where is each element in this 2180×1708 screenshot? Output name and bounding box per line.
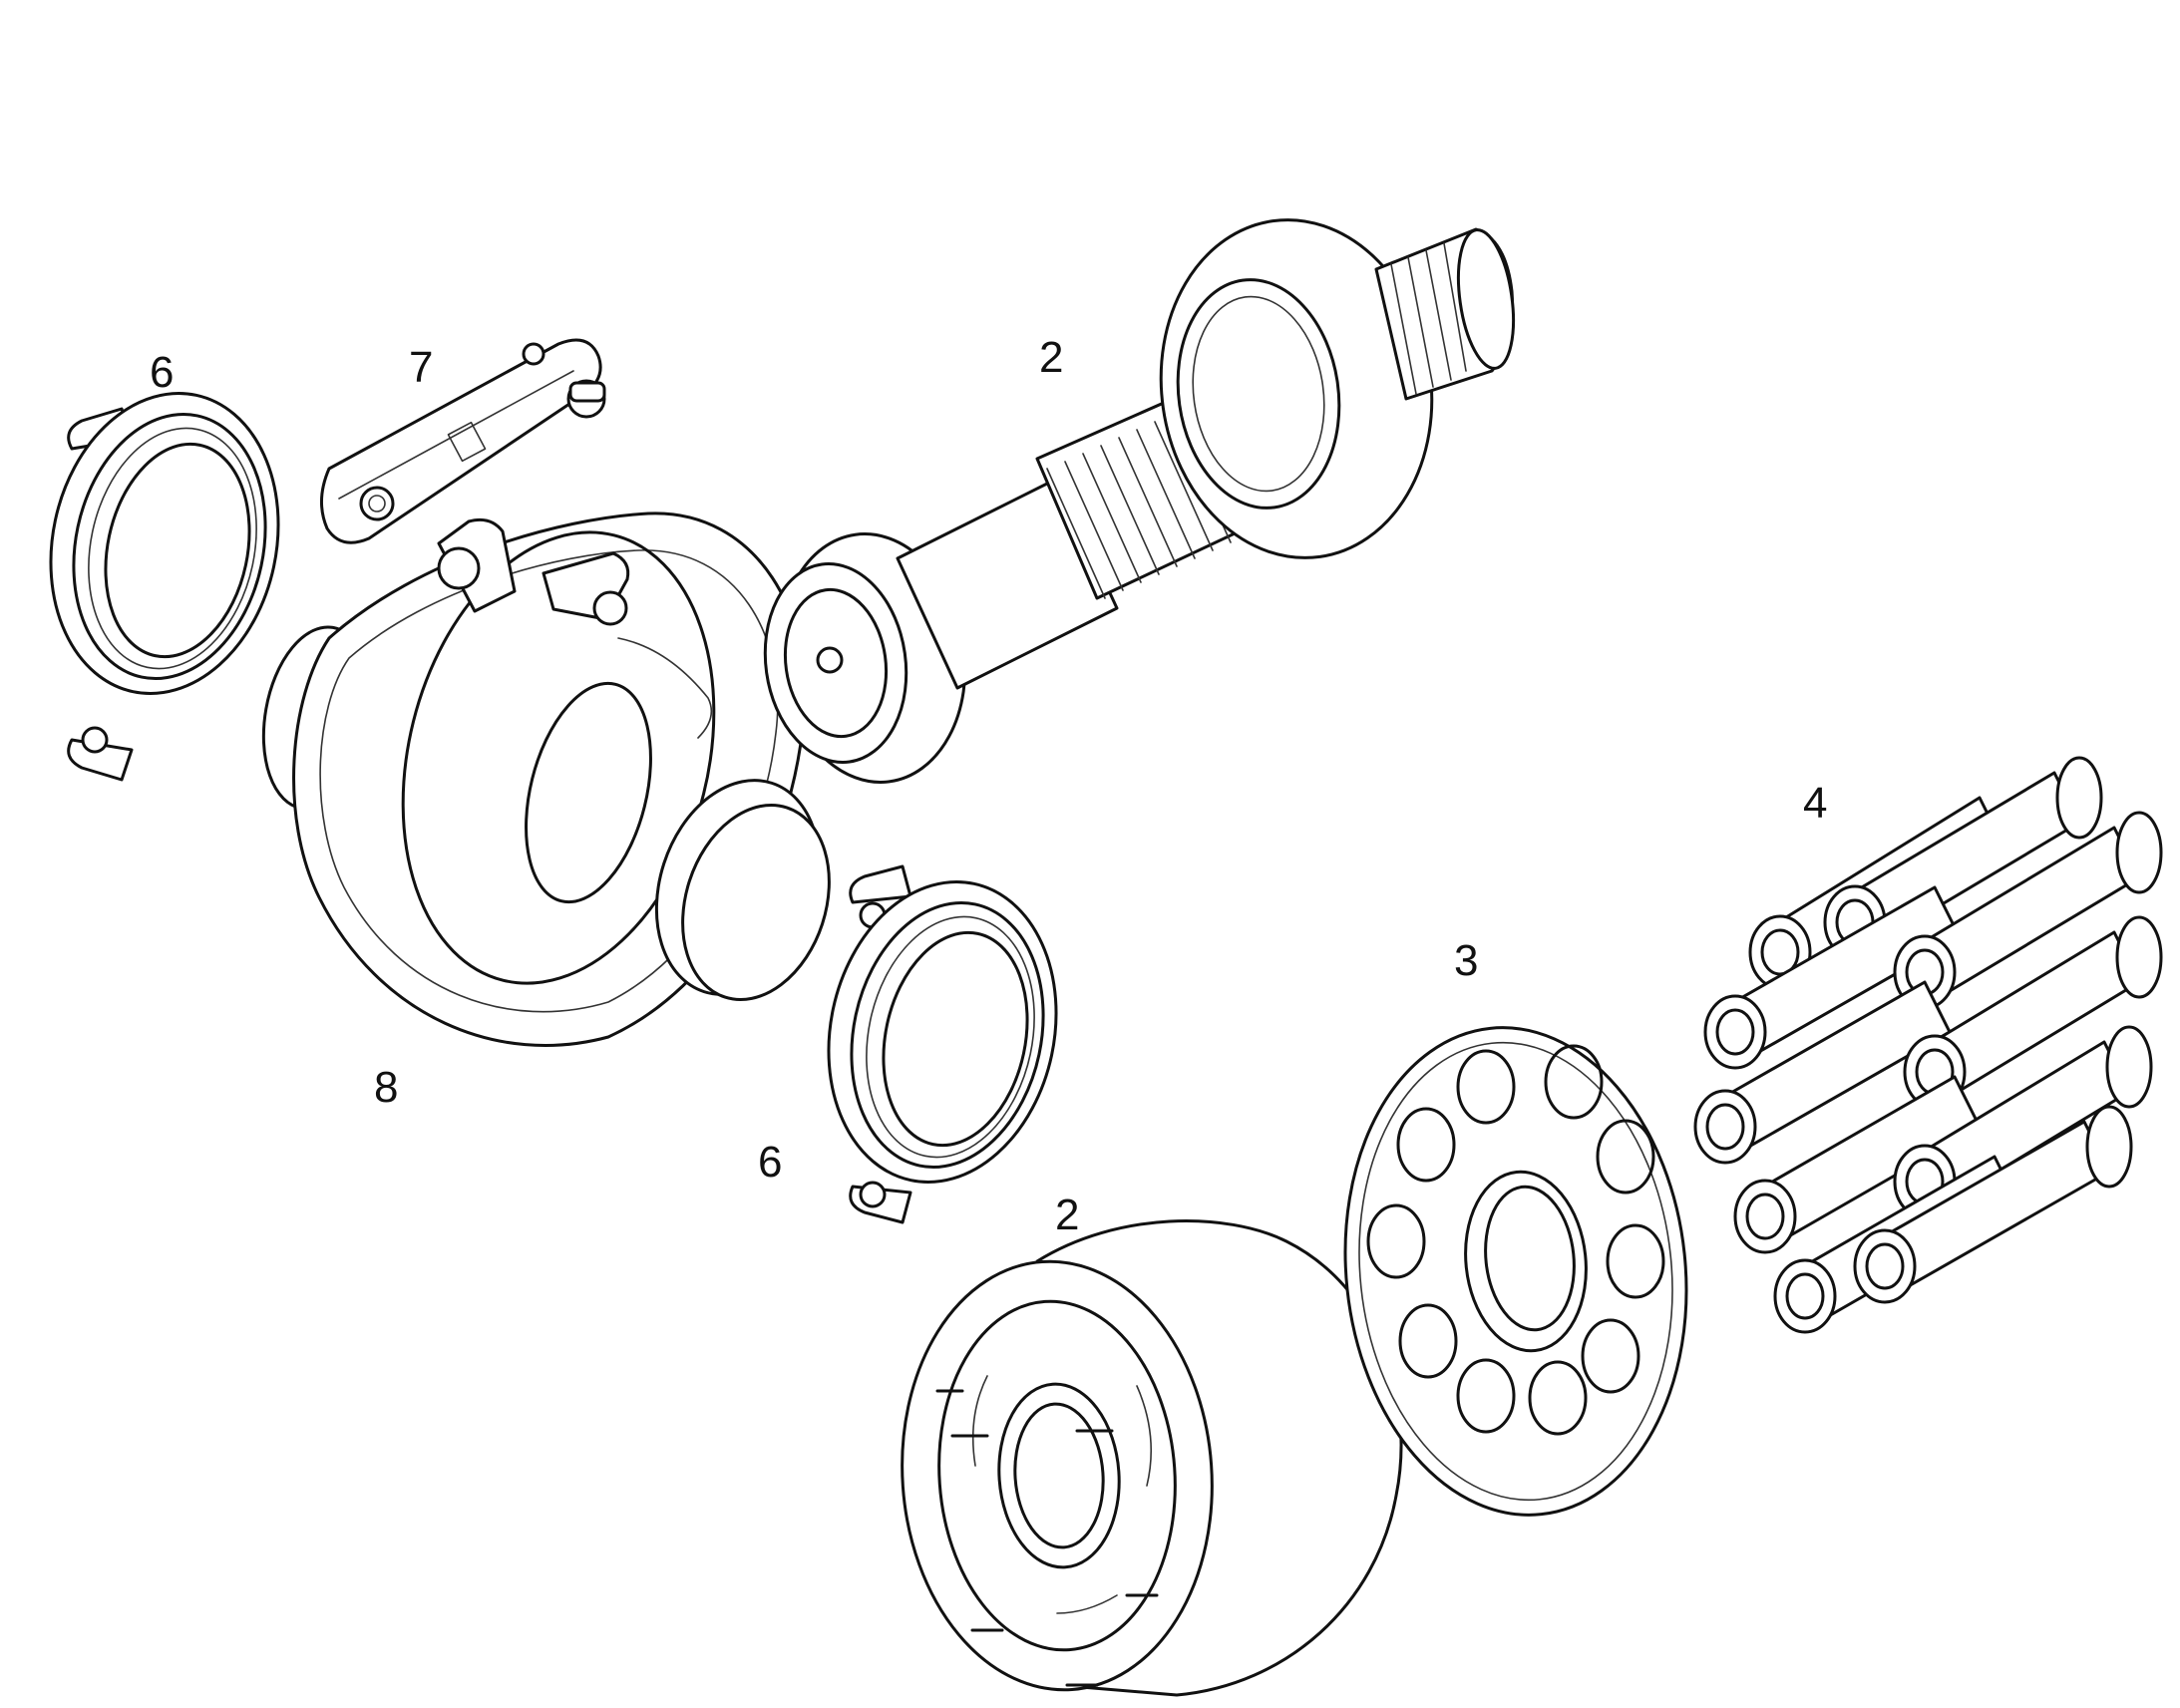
- cylinder-kidney-ports: [971, 1375, 1153, 1614]
- callout-3: 3: [1454, 936, 1478, 985]
- swash-housing: [261, 512, 831, 1047]
- drive-shaft: [763, 218, 1516, 784]
- callout-8: 8: [374, 1063, 398, 1112]
- stub-spline-teeth: [1390, 242, 1467, 395]
- piston: [1703, 885, 1962, 1070]
- callout-4: 4: [1803, 779, 1827, 828]
- bearing-ring-left: [49, 392, 280, 782]
- lever-link: [320, 338, 606, 544]
- piston: [1903, 915, 2163, 1110]
- retainer-plate: [1343, 1026, 1688, 1517]
- piston: [1853, 1105, 2133, 1304]
- callout-6-left: 6: [150, 348, 174, 397]
- piston-group: [1693, 756, 2163, 1334]
- callout-7: 7: [409, 343, 433, 392]
- retainer-holes: [1366, 1044, 1665, 1436]
- callout-2-shaft: 2: [1039, 333, 1063, 382]
- cylinder-block: [901, 1219, 1403, 1697]
- callout-2-cylinder: 2: [1055, 1191, 1079, 1239]
- piston: [1693, 980, 1952, 1165]
- bearing-ring-center: [827, 864, 1058, 1224]
- cylinder-pins: [935, 1389, 1159, 1687]
- piston: [1733, 1075, 1982, 1254]
- callout-6-center: 6: [758, 1138, 782, 1187]
